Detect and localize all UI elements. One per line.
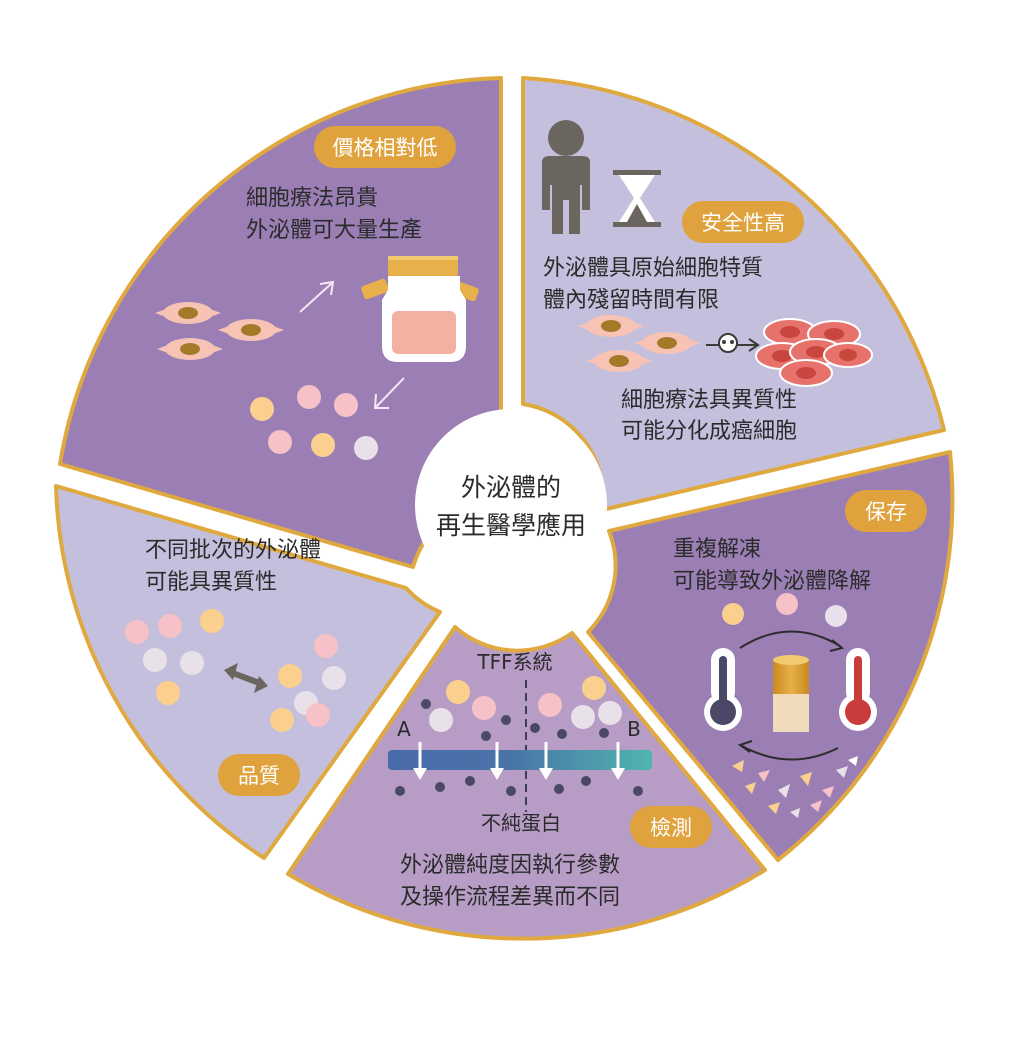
exosome-dot: [268, 430, 292, 454]
exosome-dot: [429, 708, 453, 732]
exosome-dot: [158, 614, 182, 638]
impurity-dot: [581, 776, 591, 786]
arrow-up-right-icon: [299, 280, 335, 313]
label-a: A: [397, 717, 411, 741]
center-circle: [415, 409, 607, 601]
impurity-dot: [530, 723, 540, 733]
segment-storage: [586, 450, 955, 862]
exosome-dot: [538, 693, 562, 717]
safety-badge: [682, 201, 804, 243]
impurity-dot: [506, 786, 516, 796]
impurity-dot: [421, 699, 431, 709]
label-b: B: [627, 717, 641, 741]
exosome-dot: [180, 651, 204, 675]
exosome-dot: [143, 648, 167, 672]
sample-vial-icon: [773, 655, 809, 732]
storage-badge-label: 保存: [865, 500, 907, 524]
storage-text-line2: 可能導致外泌體降解: [673, 569, 871, 594]
exosome-dot: [334, 393, 358, 417]
safety-text-line1: 外泌體具原始細胞特質: [543, 256, 763, 281]
exosome-dot: [354, 436, 378, 460]
exosome-dot: [472, 696, 496, 720]
cycle-arrow-top-icon: [739, 630, 845, 652]
exosome-dot: [125, 620, 149, 644]
exosome-dot: [314, 634, 338, 658]
exosome-dot: [598, 701, 622, 725]
storage-badge: [845, 490, 927, 532]
impurity-dot: [633, 786, 643, 796]
impurity-dot: [465, 776, 475, 786]
storage-text-line1: 重複解凍: [673, 537, 761, 562]
detection-badge: [630, 806, 712, 848]
cost-badge-label: 價格相對低: [333, 136, 438, 160]
cancer-cells-icon: [755, 318, 873, 387]
cold-thermometer-icon: [704, 648, 742, 731]
quality-text-line1: 不同批次的外泌體: [145, 538, 321, 563]
exosome-dot: [250, 397, 274, 421]
cost-badge: [314, 126, 456, 168]
hourglass-icon: [613, 170, 661, 227]
exosome-dot: [306, 703, 330, 727]
tff-system-label: TFF系統: [476, 650, 552, 674]
impurity-dot: [395, 786, 405, 796]
exosome-dot: [278, 664, 302, 688]
exosome-dot: [156, 681, 180, 705]
quality-badge-label: 品質: [238, 764, 280, 788]
exosome-dot: [825, 605, 847, 627]
quality-badge: [218, 754, 300, 796]
degraded-fragments-icon: [732, 756, 858, 818]
exosome-dot: [311, 433, 335, 457]
exosome-dot: [270, 708, 294, 732]
exosome-dot: [322, 666, 346, 690]
filter-membrane: [388, 750, 652, 770]
detection-text-line2: 及操作流程差異而不同: [400, 885, 620, 910]
center-title-line1: 外泌體的: [461, 473, 561, 502]
impurity-dot: [599, 728, 609, 738]
safety-text-line3: 細胞療法具異質性: [621, 388, 797, 413]
impurity-dot: [554, 784, 564, 794]
segment-quality: [54, 484, 442, 860]
safety-text-line4: 可能分化成癌細胞: [621, 419, 797, 444]
detection-badge-label: 檢測: [650, 816, 692, 840]
skull-arrow-icon: [706, 333, 760, 353]
impurity-dot: [501, 715, 511, 725]
exosome-dot: [297, 385, 321, 409]
hot-thermometer-icon: [839, 648, 877, 731]
exosome-dot: [776, 593, 798, 615]
exosome-dot: [200, 609, 224, 633]
segment-detection: [286, 625, 767, 941]
safety-badge-label: 安全性高: [701, 211, 785, 235]
impurity-dot: [557, 729, 567, 739]
impurity-label: 不純蛋白: [481, 811, 561, 835]
safety-text-line2: 體內殘留時間有限: [543, 288, 719, 313]
quality-text-line2: 可能具異質性: [145, 570, 277, 595]
exosome-dot: [446, 680, 470, 704]
cost-text-line1: 細胞療法昂貴: [246, 186, 378, 211]
arrow-down-left-icon: [373, 377, 405, 409]
culture-flask-icon: [361, 256, 479, 362]
cycle-arrow-bottom-icon: [737, 740, 839, 761]
double-arrow-icon: [224, 663, 268, 693]
impurity-dot: [435, 782, 445, 792]
cost-text-line2: 外泌體可大量生產: [246, 218, 422, 243]
impurity-dot: [481, 731, 491, 741]
person-icon: [542, 120, 590, 234]
detection-text-line1: 外泌體純度因執行參數: [400, 853, 620, 878]
exosome-dot: [571, 705, 595, 729]
center-title-line2: 再生醫學應用: [436, 511, 586, 540]
exosome-dot: [582, 676, 606, 700]
exosome-dot: [722, 603, 744, 625]
